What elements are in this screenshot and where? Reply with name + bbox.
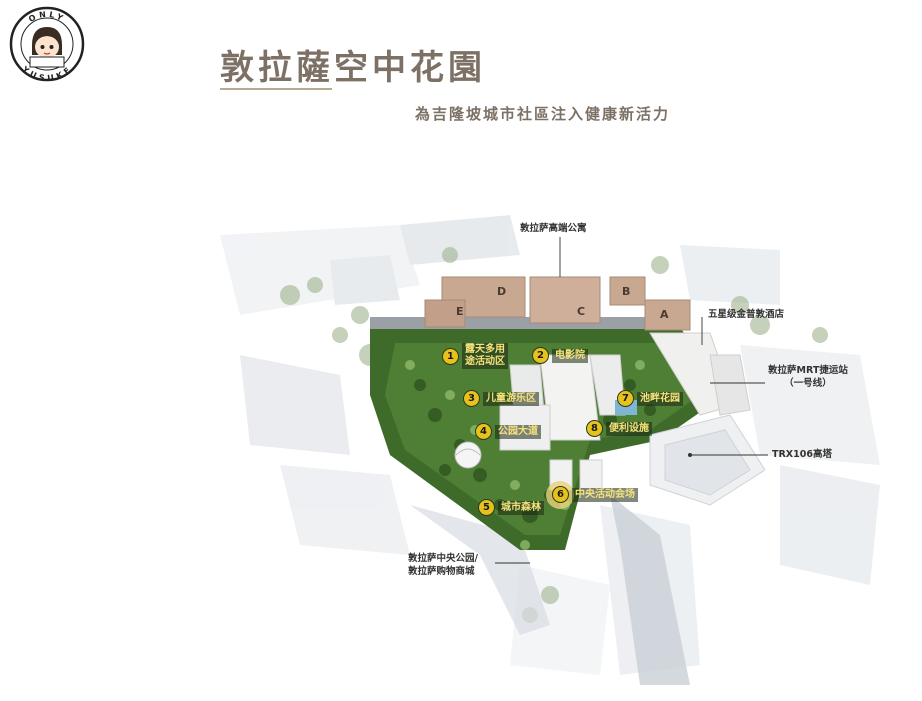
- point-2-badge: 2: [532, 347, 549, 364]
- point-4-badge: 4: [475, 423, 492, 440]
- callout-tower: TRX106高塔: [772, 449, 832, 460]
- callout-park-line2: 敦拉萨购物商城: [408, 565, 475, 577]
- point-6-central-event-venue: 6 中央活动会场: [552, 486, 638, 503]
- point-5-urban-forest: 5 城市森林: [478, 499, 544, 516]
- site-plan-map: A B C D E 敦拉萨高端公寓 五星级金普敦酒店 敦拉萨MRT捷运站 （一号…: [220, 205, 910, 685]
- brand-logo: ONLY YUSUKE: [8, 5, 86, 83]
- point-1-label: 露天多用 途活动区: [462, 343, 508, 369]
- callout-mrt: 敦拉萨MRT捷运站 （一号线）: [768, 365, 848, 391]
- point-4-park-avenue: 4 公园大道: [475, 423, 541, 440]
- point-1-badge: 1: [442, 347, 459, 365]
- title-underline: [220, 88, 332, 90]
- callout-residence: 敦拉萨高端公寓: [520, 223, 587, 234]
- point-3-kids-playground: 3 儿童游乐区: [463, 390, 539, 407]
- building-label-a: A: [660, 308, 669, 321]
- point-8-badge: 8: [586, 420, 603, 437]
- point-2-cinema: 2 电影院: [532, 347, 588, 364]
- surrounding-trees: [280, 247, 828, 623]
- residential-towers: [424, 276, 691, 331]
- callout-park-line1: 敦拉萨中央公园/: [408, 553, 478, 564]
- point-6-badge: 6: [552, 486, 569, 503]
- point-5-label: 城市森林: [498, 500, 544, 515]
- site-plan-illustration: [220, 205, 910, 685]
- callout-hotel: 五星级金普敦酒店: [708, 309, 785, 320]
- point-1-label-line2: 途活动区: [465, 356, 505, 367]
- point-6-label: 中央活动会场: [572, 487, 638, 502]
- building-label-e: E: [456, 305, 464, 318]
- point-1-label-line1: 露天多用: [465, 344, 505, 355]
- point-8-amenities: 8 便利设施: [586, 420, 652, 437]
- point-7-poolside-garden: 7 池畔花园: [617, 390, 683, 407]
- point-3-badge: 3: [463, 390, 480, 407]
- callout-park: 敦拉萨中央公园/ 敦拉萨购物商城: [408, 553, 478, 579]
- point-5-badge: 5: [478, 499, 495, 516]
- point-2-label: 电影院: [552, 348, 588, 363]
- building-label-c: C: [577, 305, 586, 318]
- point-1-open-air-event-area: 1 露天多用 途活动区: [442, 343, 508, 369]
- callout-mrt-line2: （一号线）: [784, 377, 832, 389]
- point-4-label: 公园大道: [495, 424, 541, 439]
- page-subtitle: 為吉隆坡城市社區注入健康新活力: [415, 105, 671, 123]
- mascot-face-icon: [29, 27, 65, 68]
- point-8-label: 便利设施: [606, 421, 652, 436]
- building-label-b: B: [622, 285, 631, 298]
- callout-mrt-line1: 敦拉萨MRT捷运站: [768, 365, 848, 376]
- point-3-label: 儿童游乐区: [483, 391, 539, 406]
- building-label-d: D: [497, 285, 507, 298]
- point-7-badge: 7: [617, 390, 634, 407]
- page-title: 敦拉薩空中花園: [220, 48, 486, 88]
- point-7-label: 池畔花园: [637, 391, 683, 406]
- logo-emblem: ONLY YUSUKE: [9, 6, 85, 83]
